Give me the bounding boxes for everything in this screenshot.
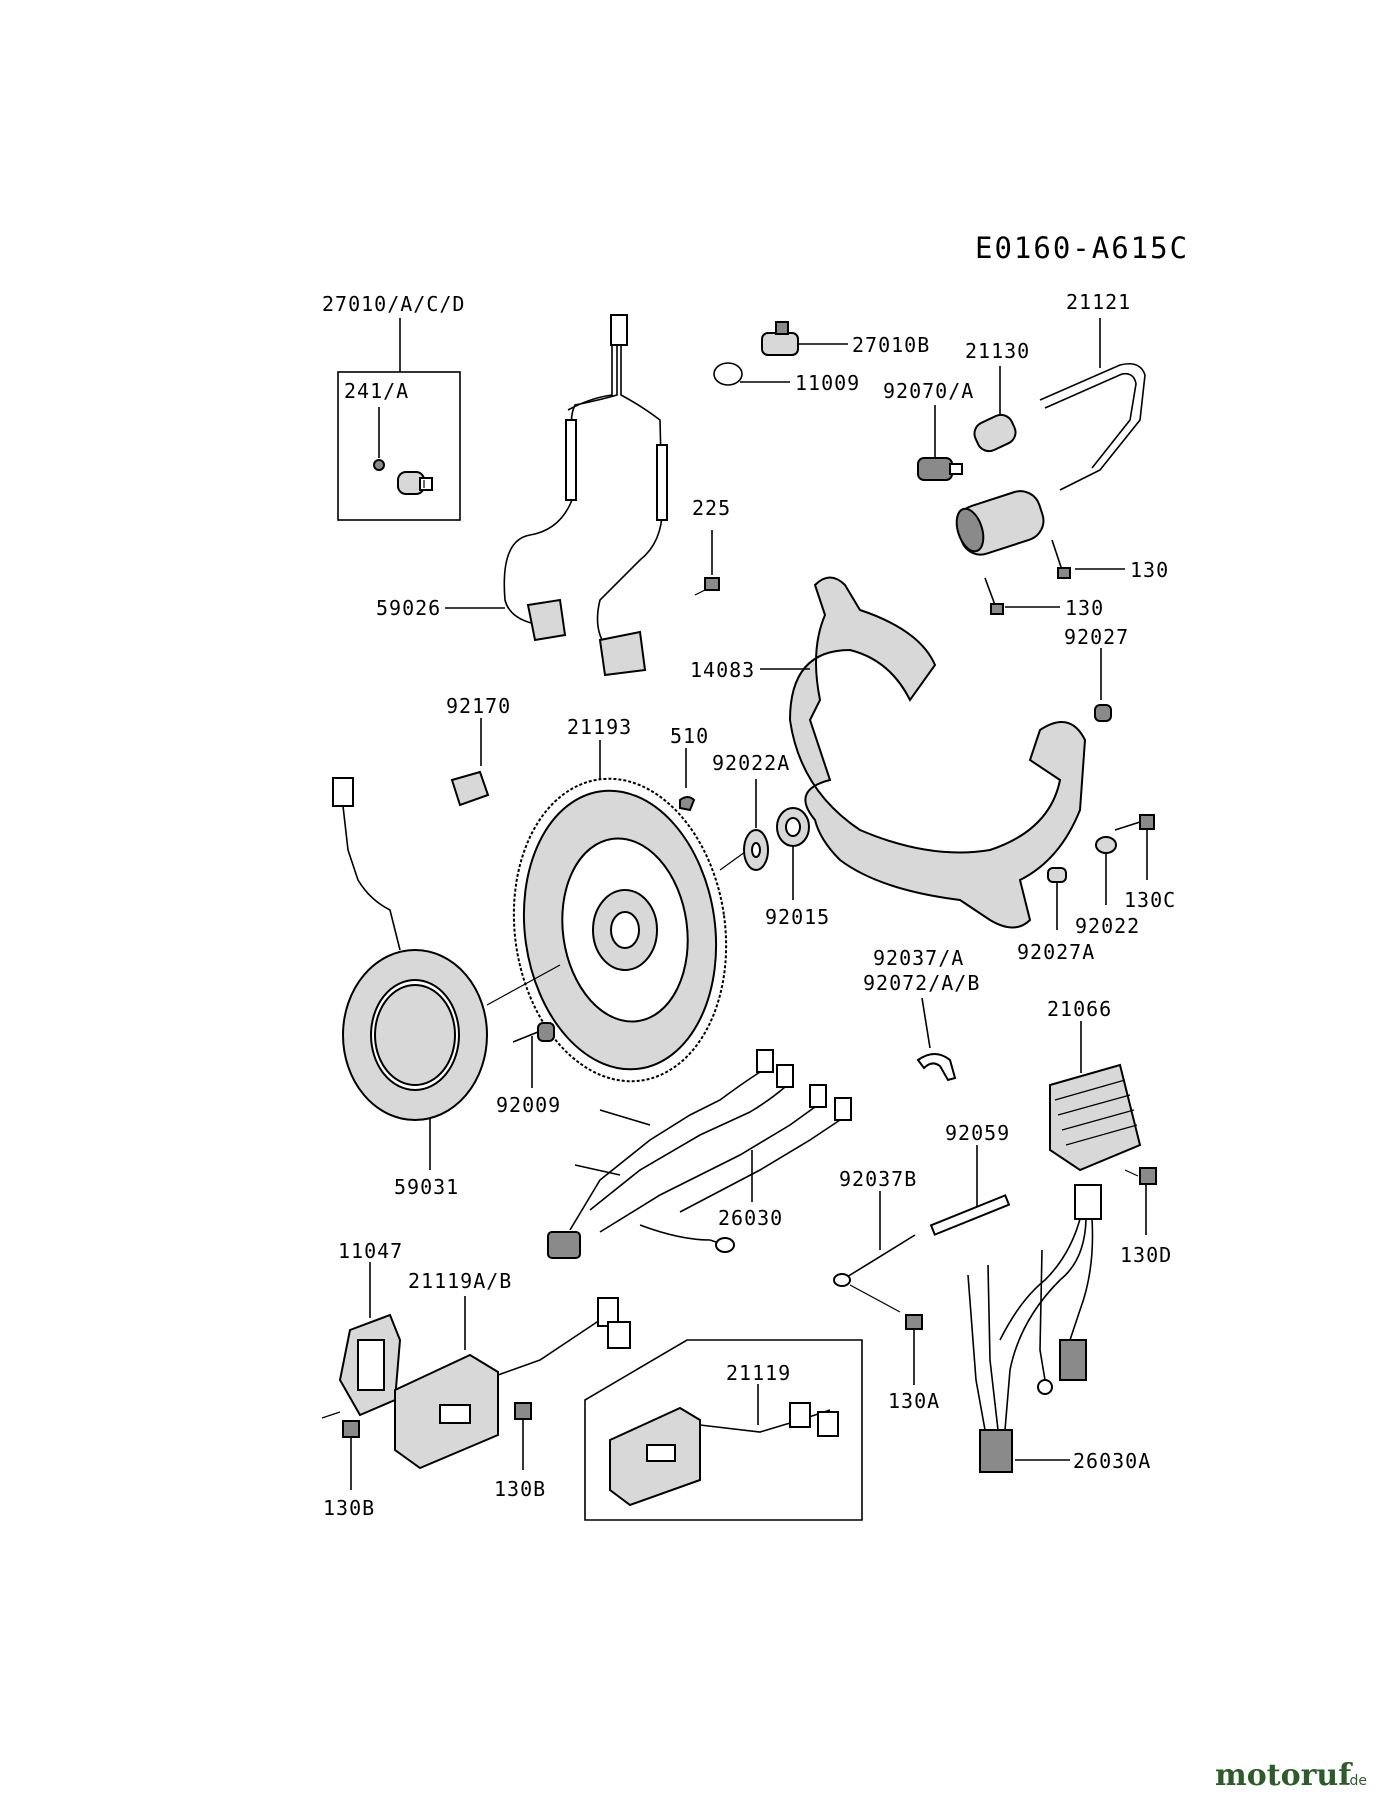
label-241a: 241/A	[344, 379, 409, 403]
label-27010b: 27010B	[852, 333, 930, 357]
label-11047: 11047	[338, 1239, 403, 1263]
part-11047-bracket[interactable]	[338, 1262, 402, 1417]
part-27010b-switch[interactable]	[761, 321, 848, 356]
part-11009-washer[interactable]	[713, 362, 790, 386]
part-92037a-band[interactable]	[916, 997, 957, 1082]
part-92027a-collar[interactable]	[1047, 867, 1067, 930]
label-225: 225	[692, 496, 731, 520]
part-92070a-spark-plug[interactable]	[917, 405, 963, 481]
part-59026-harness[interactable]	[445, 314, 668, 677]
label-26030: 26030	[718, 1206, 783, 1230]
label-92009: 92009	[496, 1093, 561, 1117]
part-oil-pressure-switch[interactable]	[337, 318, 461, 521]
label-130-1: 130	[1130, 558, 1169, 582]
part-92170-clamp[interactable]	[450, 718, 490, 807]
part-92022-washer[interactable]	[1095, 836, 1117, 905]
watermark: motoruf .de	[1215, 1758, 1367, 1793]
label-21119: 21119	[726, 1361, 791, 1385]
assembly-line	[486, 964, 561, 1006]
label-130b-1: 130B	[323, 1496, 375, 1520]
part-26030a-harness[interactable]	[967, 1184, 1102, 1473]
part-14083-shroud[interactable]	[760, 576, 1087, 929]
part-92015-nut[interactable]	[776, 807, 810, 900]
label-21121: 21121	[1066, 290, 1131, 314]
label-27010acd: 27010/A/C/D	[322, 292, 465, 316]
label-59031: 59031	[394, 1175, 459, 1199]
part-92009-bolt[interactable]	[512, 1022, 555, 1088]
part-92022a-washer[interactable]	[719, 779, 769, 871]
part-21121-coil[interactable]	[952, 318, 1146, 560]
part-26030-harness[interactable]	[547, 1049, 852, 1259]
label-21193: 21193	[567, 715, 632, 739]
part-92037b-tie[interactable]	[833, 1191, 916, 1287]
label-59026: 59026	[376, 596, 441, 620]
part-130b-bolt-2[interactable]	[514, 1402, 532, 1470]
label-510: 510	[670, 724, 709, 748]
part-130a-bolt[interactable]	[905, 1314, 923, 1385]
label-92015: 92015	[765, 905, 830, 929]
part-225-screw[interactable]	[694, 530, 720, 596]
label-92037b: 92037B	[839, 1167, 917, 1191]
part-130c-bolt[interactable]	[1114, 814, 1155, 880]
label-130c: 130C	[1124, 888, 1176, 912]
label-92072ab: 92072/A/B	[863, 971, 980, 995]
diagram-code: E0160-A615C	[975, 231, 1189, 265]
part-21119ab-igniter[interactable]	[394, 1296, 631, 1470]
part-21130-plug-cap[interactable]	[971, 366, 1020, 455]
watermark-suffix: .de	[1345, 1773, 1367, 1789]
label-92022: 92022	[1075, 914, 1140, 938]
assembly-line-130a	[849, 1284, 901, 1313]
watermark-brand: motoruf	[1215, 1758, 1353, 1793]
part-92027-collar[interactable]	[1094, 648, 1112, 722]
assembly-line-130b	[321, 1411, 341, 1419]
label-92070a: 92070/A	[883, 379, 974, 403]
part-21119-igniter[interactable]	[584, 1339, 863, 1521]
label-92027: 92027	[1064, 625, 1129, 649]
part-130d-bolt[interactable]	[1124, 1167, 1157, 1235]
part-130-bolt-2[interactable]	[984, 577, 1060, 615]
part-21066-regulator[interactable]	[1049, 1021, 1142, 1172]
part-92059-tube[interactable]	[929, 1145, 1011, 1236]
label-21130: 21130	[965, 339, 1030, 363]
label-130-2: 130	[1065, 596, 1104, 620]
label-26030a: 26030A	[1073, 1449, 1151, 1473]
label-11009: 11009	[795, 371, 860, 395]
label-92059: 92059	[945, 1121, 1010, 1145]
label-92022a: 92022A	[712, 751, 790, 775]
label-14083: 14083	[690, 658, 755, 682]
part-130b-bolt-1[interactable]	[342, 1420, 360, 1490]
label-92170: 92170	[446, 694, 511, 718]
label-92037a: 92037/A	[873, 946, 964, 970]
label-92027a: 92027A	[1017, 940, 1095, 964]
part-130-bolt-1[interactable]	[1051, 539, 1125, 579]
label-130a: 130A	[888, 1389, 940, 1413]
label-130d: 130D	[1120, 1243, 1172, 1267]
part-510-key[interactable]	[679, 748, 696, 812]
part-59031-stator[interactable]	[332, 777, 488, 1170]
label-21066: 21066	[1047, 997, 1112, 1021]
part-21193-flywheel[interactable]	[495, 740, 745, 1095]
label-21119ab: 21119A/B	[408, 1269, 512, 1293]
label-130b-2: 130B	[494, 1477, 546, 1501]
